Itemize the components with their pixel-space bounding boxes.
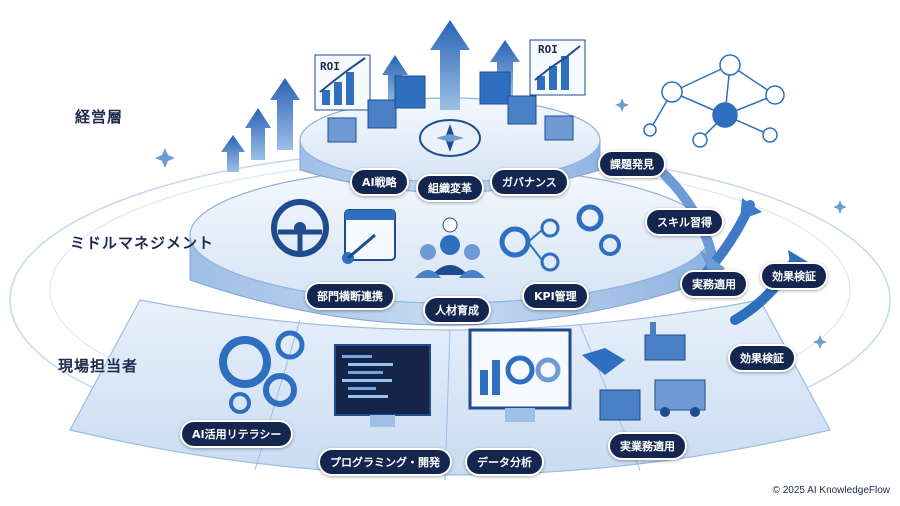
pill-kpi: KPI管理	[522, 282, 589, 310]
calendar-icon	[342, 209, 396, 264]
cycle-arrowhead-2	[740, 198, 762, 220]
roi-chart-left-icon	[314, 54, 371, 111]
tier-label-field: 現場担当者	[58, 357, 139, 375]
tier-label-executive: 経営層	[75, 108, 124, 126]
roi-chart-right-icon	[529, 39, 586, 96]
gears-right-icon	[576, 204, 621, 256]
sparkle-icons	[155, 98, 847, 349]
gears-network-icon	[499, 218, 560, 272]
pill-data-analysis: データ分析	[465, 448, 544, 476]
pill-business-apply: 実業務適用	[608, 432, 687, 460]
network-graph-icon	[643, 54, 785, 148]
pill-ai-literacy: AI活用リテラシー	[180, 420, 294, 448]
pill-cross-dept: 部門横断連携	[305, 282, 395, 310]
cycle-label-apply: 実務適用	[680, 270, 748, 298]
people-icon	[415, 217, 485, 278]
pill-talent: 人材育成	[423, 296, 491, 324]
pill-ai-strategy: AI戦略	[350, 168, 409, 196]
analytics-monitor-icon	[468, 328, 572, 422]
pill-programming: プログラミング・開発	[318, 448, 452, 476]
field-gears-icon	[219, 330, 305, 414]
tier-label-middle: ミドルマネジメント	[70, 234, 215, 252]
pill-governance: ガバナンス	[490, 168, 569, 196]
steering-wheel-icon	[271, 199, 329, 257]
copyright: © 2025 AI KnowledgeFlow	[772, 485, 890, 496]
cubes-right-icon	[479, 71, 574, 141]
cubes-left-icon	[327, 75, 426, 143]
cycle-label-verify-2: 効果検証	[728, 344, 796, 372]
compass-icon	[419, 119, 481, 157]
cycle-label-skill: スキル習得	[645, 208, 724, 236]
roi-label-left: ROI	[320, 60, 340, 73]
cycle-label-verify-1: 効果検証	[760, 262, 828, 290]
roi-label-right: ROI	[538, 43, 558, 56]
cycle-label-problem: 課題発見	[598, 150, 666, 178]
field-tier-floor	[69, 299, 831, 476]
pill-org-transform: 組織変革	[416, 174, 484, 202]
left-rising-arrows-icon	[221, 78, 300, 172]
handshake-factory-icon	[582, 322, 706, 421]
code-monitor-icon	[334, 344, 431, 427]
